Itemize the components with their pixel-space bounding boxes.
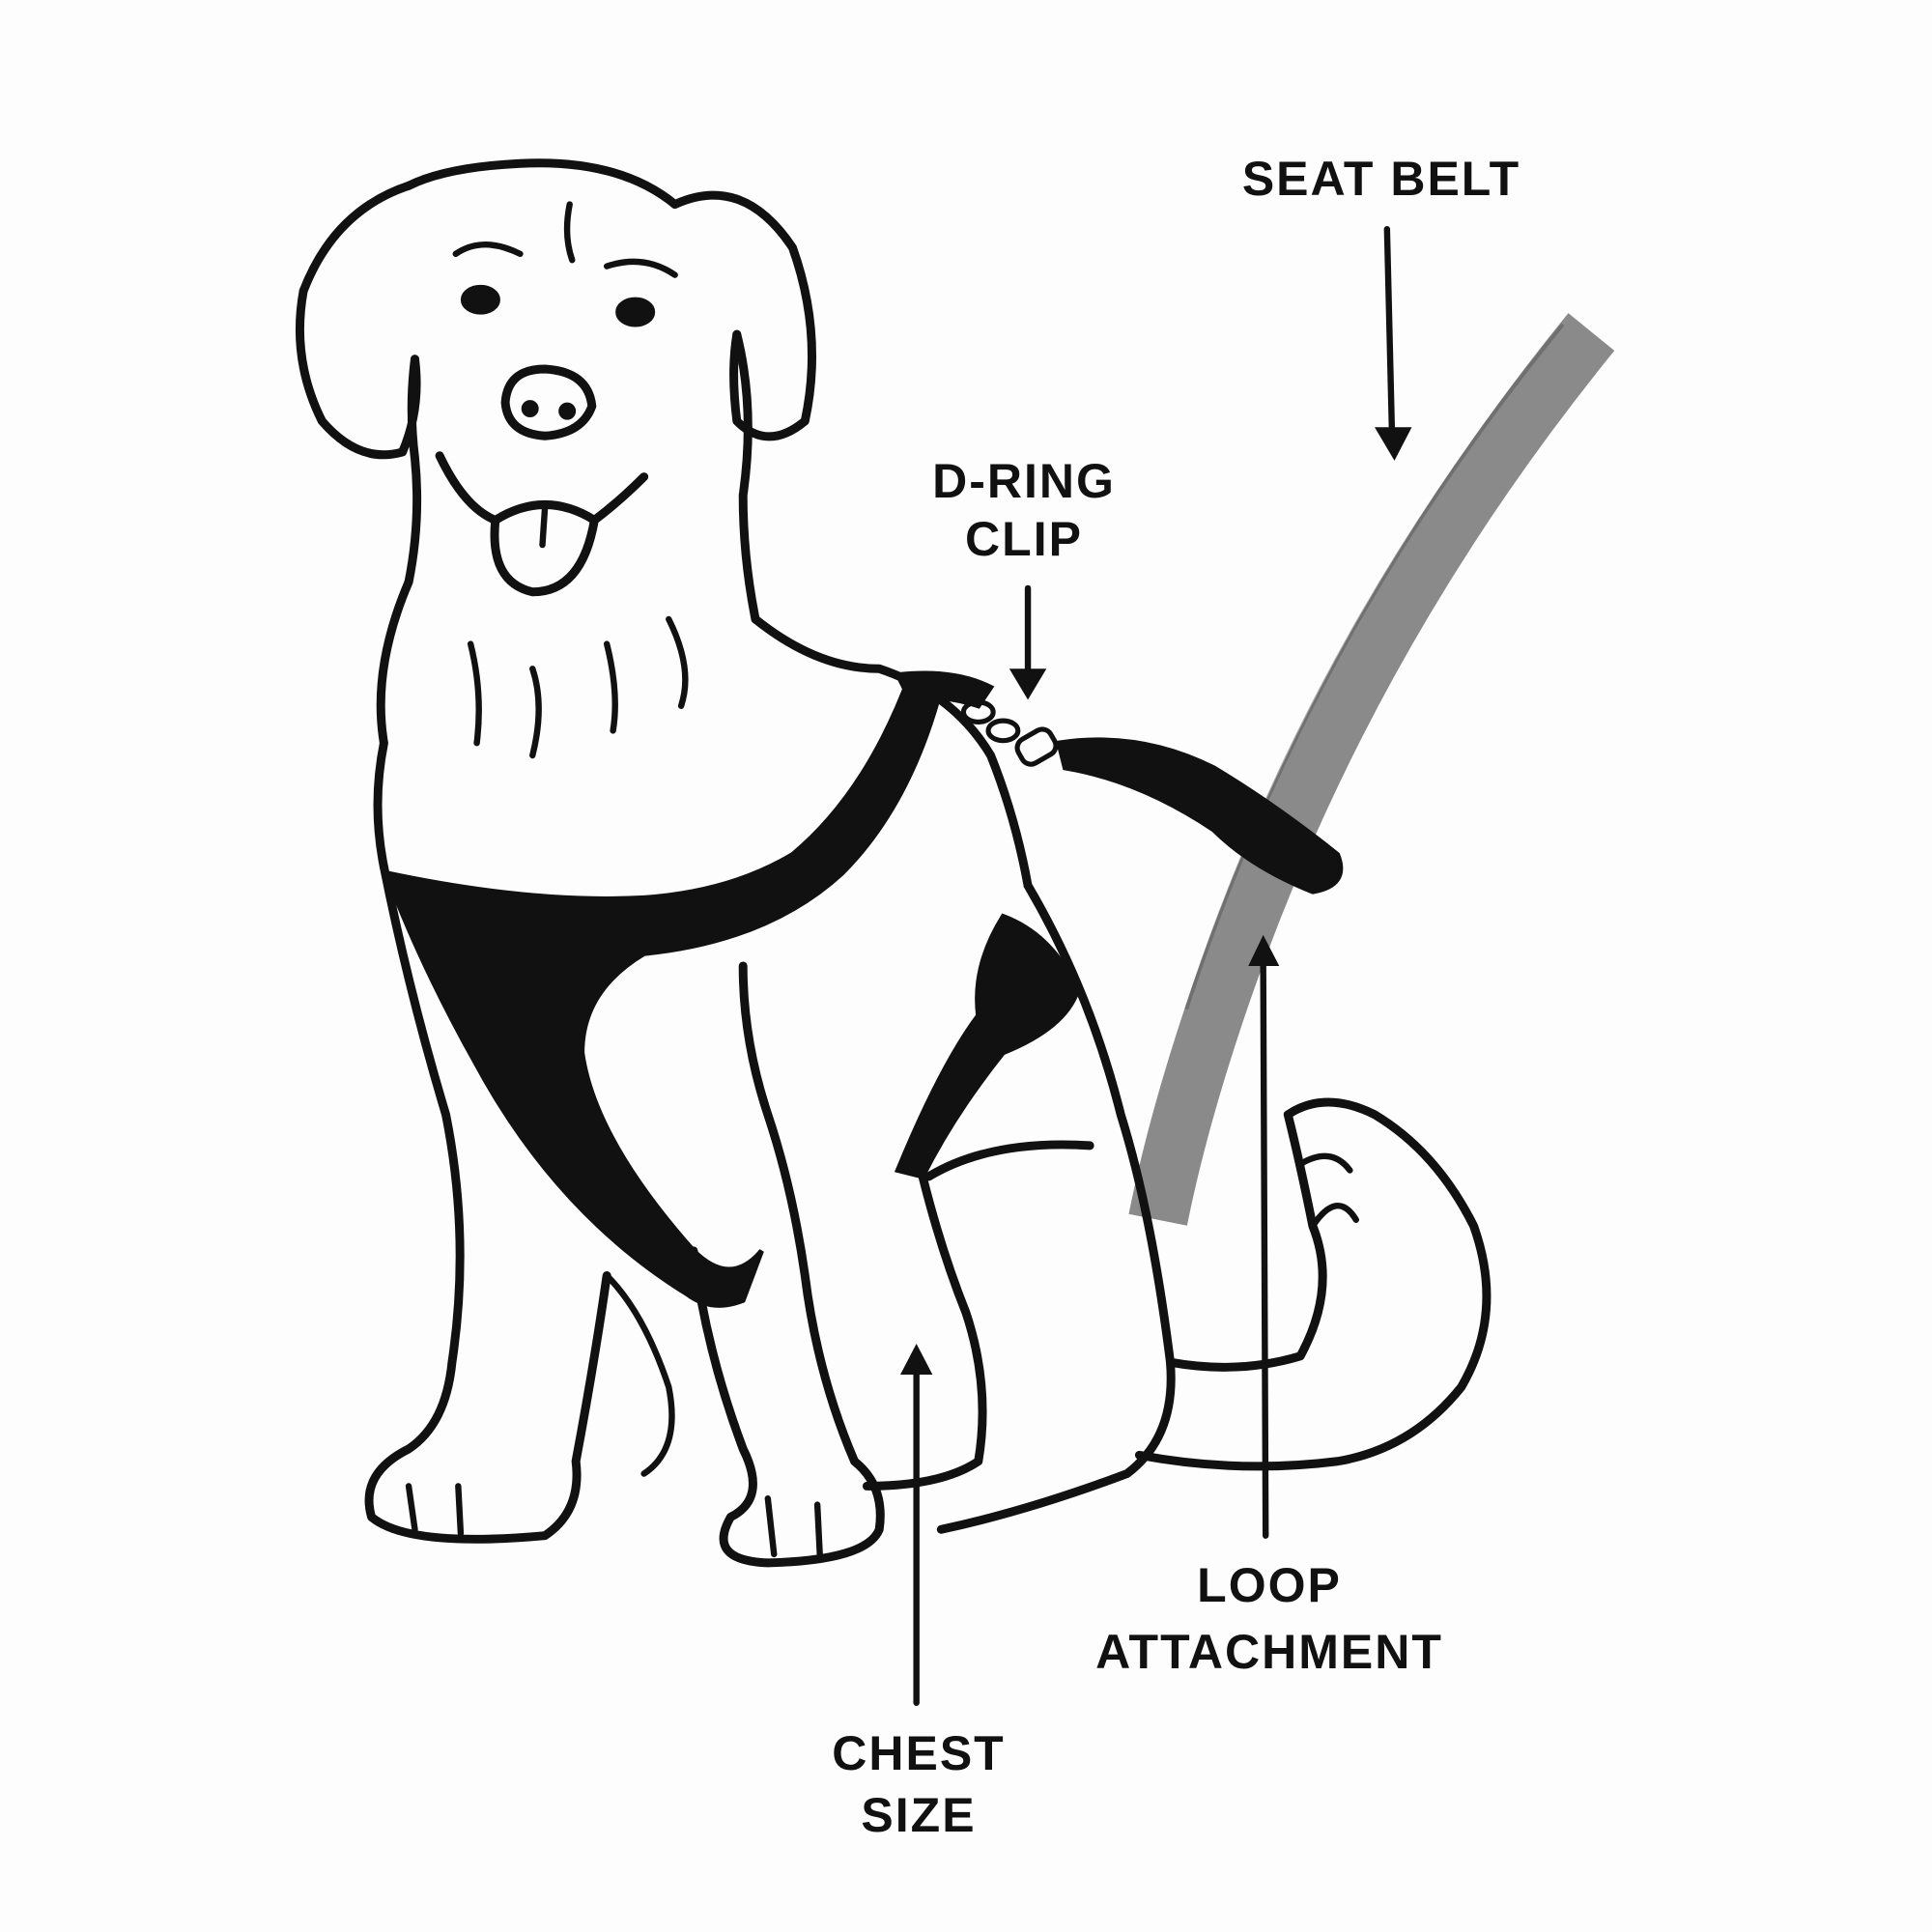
dog-right-ear — [670, 190, 816, 441]
chest-size-arrow — [900, 1343, 933, 1706]
harness-back-strap — [894, 670, 995, 709]
chest-size-label-line2: SIZE — [861, 1788, 976, 1842]
dog-hind-leg — [862, 1140, 1094, 1491]
loop-attachment-label-line2: ATTACHMENT — [1095, 1625, 1443, 1679]
dog-head — [404, 158, 760, 624]
harness-side-strap — [894, 913, 1081, 1179]
dog-mouth — [435, 451, 649, 525]
d-ring-arrow — [1009, 584, 1047, 700]
dog-front-leg — [689, 961, 885, 1568]
dog-tongue — [490, 515, 599, 597]
seat-belt-arrow — [1375, 225, 1412, 461]
dog-right-eye — [615, 297, 656, 327]
harness-chest-strap — [382, 671, 945, 1308]
dog-left-ear — [295, 181, 421, 460]
d-ring-clip — [960, 699, 1059, 767]
seat-belt-label: SEAT BELT — [1242, 152, 1520, 206]
dog-left-eye — [460, 284, 500, 315]
dog-chest — [373, 578, 1033, 891]
d-ring-label-line2: CLIP — [965, 512, 1083, 566]
loop-attachment-label-line1: LOOP — [1197, 1558, 1342, 1612]
dog-body — [364, 862, 611, 1544]
loop-attachment-arrow — [1248, 934, 1280, 1539]
dog-nose — [500, 364, 597, 440]
chest-size-label-line1: CHEST — [832, 1726, 1005, 1780]
dog-tail — [1134, 1097, 1492, 1471]
tether-strap — [1055, 737, 1344, 895]
d-ring-label-line1: D-RING — [932, 454, 1116, 508]
